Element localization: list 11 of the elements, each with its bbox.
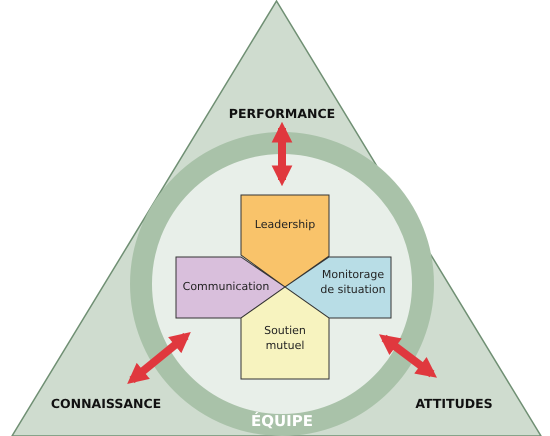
- ring-label: ÉQUIPE: [250, 412, 314, 430]
- double-arrow: [127, 332, 191, 384]
- skill-label: Soutien mutuel: [263, 323, 307, 353]
- category-label: PERFORMANCE: [228, 106, 336, 121]
- category-label: CONNAISSANCE: [50, 396, 162, 411]
- double-arrow: [379, 334, 437, 378]
- category-label: ATTITUDES: [414, 396, 494, 411]
- skill-label: Monitorage de situation: [319, 267, 387, 297]
- skill-label: Communication: [182, 279, 270, 294]
- double-arrow: [272, 122, 292, 186]
- skill-label: Leadership: [254, 217, 316, 232]
